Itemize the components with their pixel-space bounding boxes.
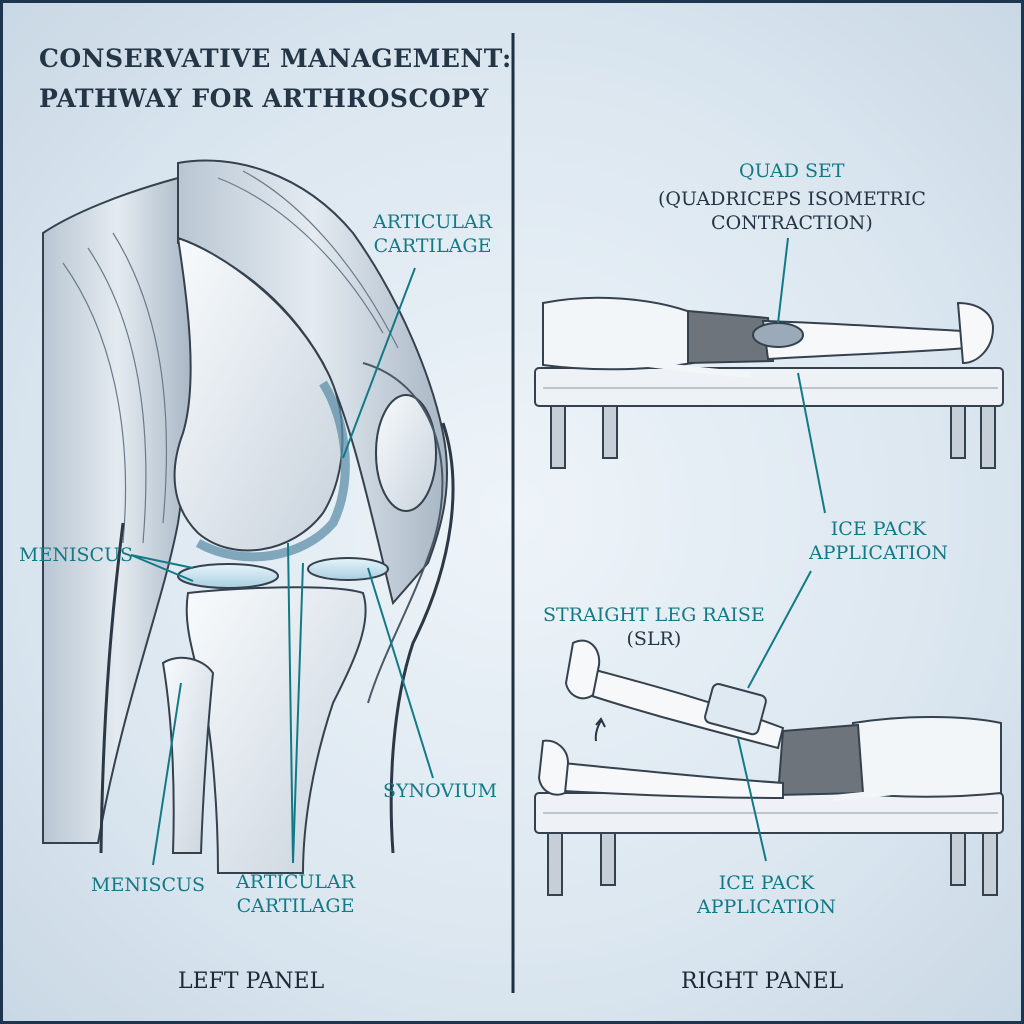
skin-outline: [99, 422, 455, 854]
table-leg: [600, 832, 616, 886]
knee-anatomy-drawing: [42, 159, 455, 874]
table-leg: [950, 832, 966, 886]
meniscus-right-shape: [307, 557, 389, 581]
title-line-2: PATHWAY FOR ARTHROSCOPY: [39, 84, 489, 113]
label-line: CARTILAGE: [373, 235, 492, 257]
label-line: (SLR): [626, 628, 682, 650]
title-line-1: CONSERVATIVE MANAGEMENT:: [39, 44, 512, 73]
synovium-capsule: [362, 362, 444, 704]
ice-pack-wrap: [704, 683, 767, 736]
quad-muscle-highlight: [752, 322, 804, 348]
label-line: ICE PACK: [718, 872, 815, 894]
patient-arm: [832, 780, 984, 801]
table-leg: [602, 405, 618, 459]
patient-resting-foot: [537, 739, 570, 796]
patella: [375, 394, 437, 512]
table-leg: [950, 405, 966, 459]
label-meniscus-bottom: MENISCUS: [91, 874, 206, 896]
label-quad-set-detail: (QUADRICEPS ISOMETRIC CONTRACTION): [658, 187, 926, 235]
patient-arm: [602, 355, 752, 378]
label-line: ARTICULAR: [236, 871, 356, 893]
label-line: APPLICATION: [809, 542, 949, 564]
label-articular-cartilage-bottom: ARTICULAR CARTILAGE: [236, 870, 355, 918]
left-leader-lines: [130, 267, 434, 866]
label-line: CONTRACTION): [711, 212, 873, 234]
left-panel-heading: LEFT PANEL: [178, 969, 325, 994]
label-line: APPLICATION: [697, 896, 837, 918]
lift-arrow-icon: [594, 717, 606, 742]
femur: [173, 236, 344, 552]
patient-shorts: [776, 723, 865, 797]
label-line: ICE PACK: [830, 518, 927, 540]
muscle-fibers: [62, 170, 399, 544]
patient-raised-foot: [564, 639, 601, 700]
femur-articular-cartilage: [195, 380, 350, 562]
label-line: CARTILAGE: [236, 895, 355, 917]
table-leg: [547, 832, 563, 896]
tibia: [185, 586, 367, 874]
label-slr: STRAIGHT LEG RAISE (SLR): [543, 603, 765, 651]
label-quad-set: QUAD SET: [739, 160, 845, 182]
label-line: (QUADRICEPS ISOMETRIC: [658, 188, 926, 210]
right-panel-heading: RIGHT PANEL: [681, 969, 844, 994]
table-leg: [550, 405, 566, 469]
patient-shorts: [687, 309, 775, 365]
label-articular-cartilage-top: ARTICULAR CARTILAGE: [373, 210, 492, 258]
right-leader-lines: [737, 237, 826, 862]
thigh-muscle-back: [42, 176, 195, 844]
page-title: CONSERVATIVE MANAGEMENT: PATHWAY FOR ART…: [39, 39, 512, 119]
table-leg: [982, 832, 998, 896]
meniscus-left-shape: [177, 563, 279, 589]
label-ice-pack-upper: ICE PACK APPLICATION: [809, 517, 948, 565]
treatment-table-top: [534, 367, 1004, 407]
patient-resting-leg: [562, 761, 784, 800]
patient-foot: [956, 301, 995, 365]
illustration-art: [42, 33, 1004, 993]
label-line: ARTICULAR: [373, 211, 493, 233]
table-leg: [980, 405, 996, 469]
label-meniscus-left: MENISCUS: [19, 544, 134, 566]
label-synovium: SYNOVIUM: [383, 780, 498, 802]
quad-set-figure: [534, 296, 1004, 469]
slr-figure: [534, 639, 1004, 896]
patient-torso: [852, 716, 1002, 798]
label-line: STRAIGHT LEG RAISE: [543, 604, 765, 626]
label-ice-pack-lower: ICE PACK APPLICATION: [697, 871, 836, 919]
